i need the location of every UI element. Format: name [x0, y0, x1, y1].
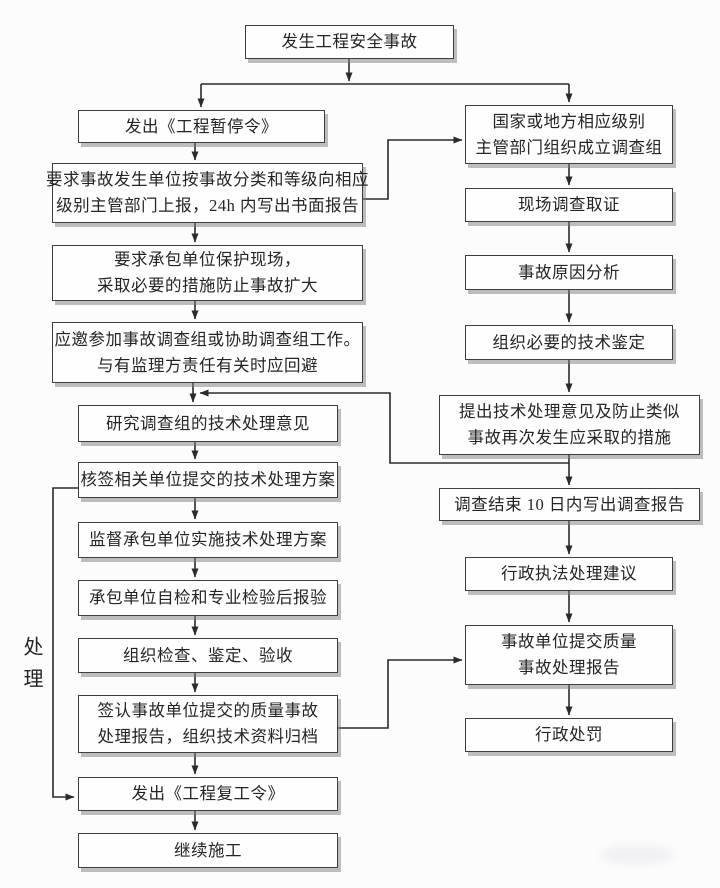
flow-node-sign-report-archive-line-1: 处理报告，组织技术资料归档	[97, 727, 319, 746]
flow-node-technical-appraisal: 组织必要的技术鉴定	[465, 325, 673, 360]
flow-node-issue-resume-order: 发出《工程复工令》	[78, 777, 338, 811]
flow-node-require-report-line-0: 要求事故发生单位按事故分类和等级向相应	[46, 170, 369, 189]
edge-countersign-loop-to-resume	[52, 487, 78, 801]
flow-node-start-line-0: 发生工程安全事故	[281, 32, 418, 51]
flow-node-join-investigation-line-0: 应邀参加事故调查组或协助调查组工作。	[54, 329, 361, 349]
flow-node-technical-appraisal-line-0: 组织必要的技术鉴定	[492, 332, 646, 352]
flow-node-contractor-inspection: 承包单位自检和专业检验后报验	[78, 580, 338, 616]
flow-node-form-investigation-team-line-1: 主管部门组织成立调查组	[475, 137, 663, 157]
flow-node-protect-site-line-0: 要求承包单位保护现场，	[114, 250, 301, 269]
flow-node-cause-analysis-line-0: 事故原因分析	[518, 262, 620, 282]
flow-node-join-investigation: 应邀参加事故调查组或协助调查组工作。与有监理方责任有关时应回避	[52, 322, 363, 383]
flow-node-submit-quality-report-line-0: 事故单位提交质量	[501, 632, 637, 651]
flow-node-submit-quality-report-line-1: 事故处理报告	[518, 658, 620, 677]
flow-node-organize-acceptance: 组织检查、鉴定、验收	[78, 638, 338, 673]
flow-node-join-investigation-line-1: 与有监理方责任有关时应回避	[97, 355, 318, 375]
flow-node-require-report-line-1: 级别主管部门上报，24h 内写出书面报告	[56, 196, 359, 215]
flow-node-start: 发生工程安全事故	[245, 25, 454, 59]
flow-node-site-evidence-line-0: 现场调查取证	[518, 195, 620, 214]
flow-node-investigation-report: 调查结束 10 日内写出调查报告	[439, 488, 700, 521]
flow-node-issue-stop-order-line-0: 发出《工程暂停令》	[125, 116, 278, 136]
flow-node-propose-measures-line-0: 提出技术处理意见及防止类似	[459, 402, 680, 421]
flow-node-study-opinion-line-0: 研究调查组的技术处理意见	[106, 413, 310, 433]
flow-node-form-investigation-team: 国家或地方相应级别主管部门组织成立调查组	[465, 105, 673, 164]
flow-node-form-investigation-team-line-0: 国家或地方相应级别	[492, 111, 646, 131]
process-phase-label: 处理	[20, 636, 42, 700]
flow-node-submit-quality-report: 事故单位提交质量事故处理报告	[465, 625, 673, 685]
flow-node-issue-stop-order: 发出《工程暂停令》	[78, 110, 325, 143]
edge-report-to-team	[363, 136, 463, 200]
flow-node-study-opinion: 研究调查组的技术处理意见	[78, 405, 338, 442]
flow-node-protect-site-line-1: 采取必要的措施防止事故扩大	[97, 276, 318, 295]
flow-node-cause-analysis: 事故原因分析	[465, 255, 673, 290]
flow-node-countersign-plan-line-0: 核签相关单位提交的技术处理方案	[80, 470, 336, 489]
flow-node-propose-measures: 提出技术处理意见及防止类似事故再次发生应采取的措施	[439, 395, 700, 455]
edge-sign-to-submit-quality	[338, 656, 463, 729]
flow-node-law-enforcement-advice: 行政执法处理建议	[465, 557, 673, 591]
flow-node-supervise-implementation: 监督承包单位实施技术处理方案	[78, 522, 338, 558]
flow-node-contractor-inspection-line-0: 承包单位自检和专业检验后报验	[89, 588, 327, 607]
flow-node-protect-site: 要求承包单位保护现场， 采取必要的措施防止事故扩大	[52, 245, 363, 301]
flow-node-site-evidence: 现场调查取证	[465, 188, 673, 222]
flow-node-require-report: 要求事故发生单位按事故分类和等级向相应级别主管部门上报，24h 内写出书面报告	[46, 163, 369, 223]
edge-measures-feedback-to-study	[199, 389, 569, 464]
flow-node-supervise-implementation-line-0: 监督承包单位实施技术处理方案	[89, 530, 327, 549]
flow-node-continue-construction-line-0: 继续施工	[174, 840, 242, 860]
flow-node-investigation-report-line-0: 调查结束 10 日内写出调查报告	[454, 494, 685, 514]
flow-node-propose-measures-line-1: 事故再次发生应采取的措施	[467, 428, 672, 447]
flow-node-administrative-penalty-line-0: 行政处罚	[535, 725, 603, 744]
flow-node-sign-report-archive: 签认事故单位提交的质量事故处理报告，组织技术资料归档	[78, 695, 338, 753]
flow-node-administrative-penalty: 行政处罚	[465, 718, 673, 752]
flow-node-sign-report-archive-line-0: 签认事故单位提交的质量事故	[97, 701, 319, 720]
flow-node-countersign-plan: 核签相关单位提交的技术处理方案	[78, 462, 338, 498]
flow-node-law-enforcement-advice-line-0: 行政执法处理建议	[501, 564, 637, 583]
flow-node-issue-resume-order-line-0: 发出《工程复工令》	[131, 784, 285, 803]
flow-node-organize-acceptance-line-0: 组织检查、鉴定、验收	[123, 645, 293, 665]
flow-node-continue-construction: 继续施工	[78, 833, 338, 868]
watermark-blob	[600, 845, 674, 865]
